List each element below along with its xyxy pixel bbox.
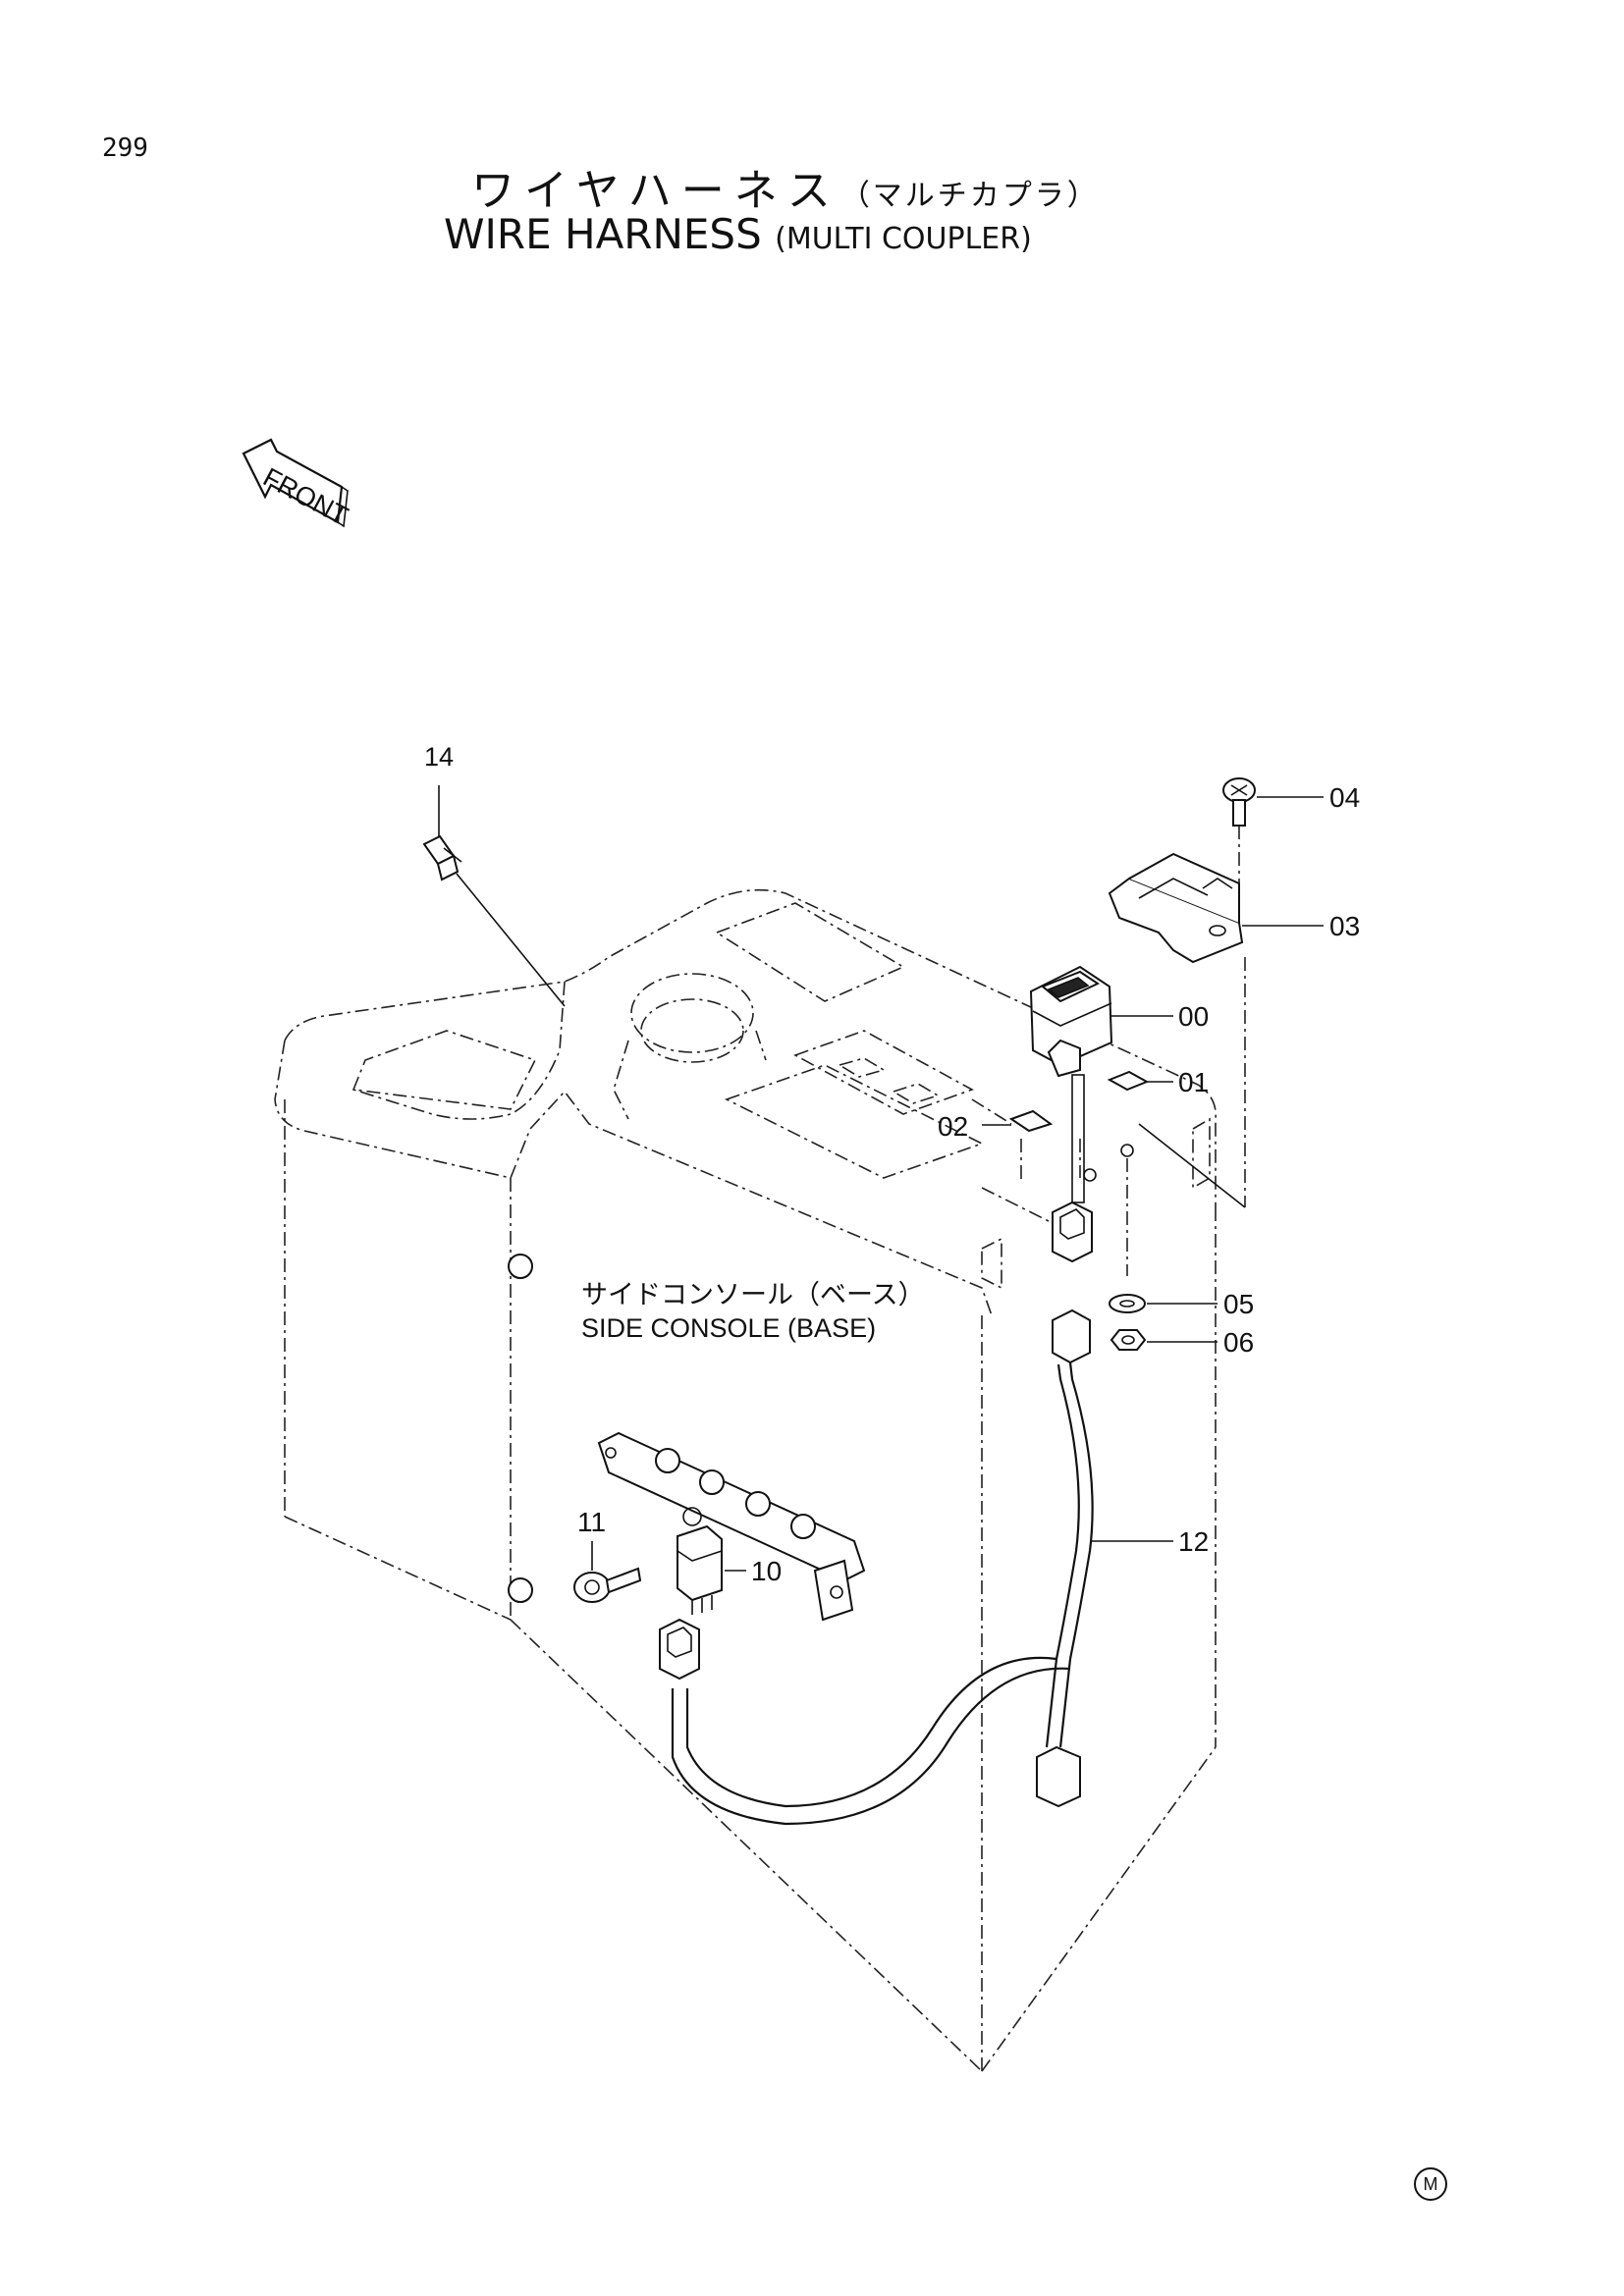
- corner-mark: M: [1414, 2167, 1447, 2201]
- part-12-harness: 12: [659, 1308, 1209, 1826]
- title-ja-main: ワイヤハーネス: [471, 166, 840, 216]
- label-03: 03: [1329, 911, 1360, 941]
- label-05: 05: [1223, 1289, 1254, 1319]
- part-03-bracket: 03: [1108, 852, 1360, 1208]
- assembly-label-en: SIDE CONSOLE (BASE): [581, 1313, 876, 1343]
- front-label: FRONT: [258, 462, 352, 531]
- label-04: 04: [1329, 782, 1360, 813]
- title-japanese: ワイヤハーネス（マルチカプラ）: [471, 155, 1100, 218]
- part-05-washer: 05: [1109, 1158, 1254, 1319]
- part-02-plate: 02: [938, 1109, 1134, 1183]
- label-14: 14: [424, 742, 454, 772]
- title-en-sub: (MULTI COUPLER): [775, 222, 1032, 256]
- label-10: 10: [751, 1556, 782, 1586]
- part-10-relay: 10: [677, 1507, 782, 1615]
- side-console-body: [274, 888, 1217, 2072]
- assembly-label-ja: サイドコンソール（ベース）: [581, 1280, 925, 1309]
- title-en-main: WIRE HARNESS: [444, 210, 762, 258]
- part-06-nut: 06: [1110, 1327, 1254, 1358]
- relay-bracket: [597, 1431, 866, 1622]
- part-00-switch: 00: [1029, 965, 1209, 1263]
- label-01: 01: [1178, 1067, 1209, 1097]
- label-02: 02: [938, 1111, 968, 1142]
- title-ja-sub: （マルチカプラ）: [839, 179, 1100, 213]
- part-14-connector: 14: [422, 742, 566, 1007]
- label-11: 11: [577, 1507, 606, 1537]
- label-00: 00: [1178, 1001, 1209, 1032]
- part-01-plate: 01: [1107, 1067, 1209, 1097]
- page-number: 299: [102, 133, 148, 163]
- title-english: WIRE HARNESS (MULTI COUPLER): [444, 210, 1032, 258]
- part-04-screw: 04: [1222, 777, 1360, 933]
- front-arrow-icon: FRONT: [242, 438, 352, 531]
- part-11-screw: 11: [573, 1507, 642, 1603]
- label-12: 12: [1178, 1526, 1209, 1557]
- label-06: 06: [1223, 1327, 1254, 1358]
